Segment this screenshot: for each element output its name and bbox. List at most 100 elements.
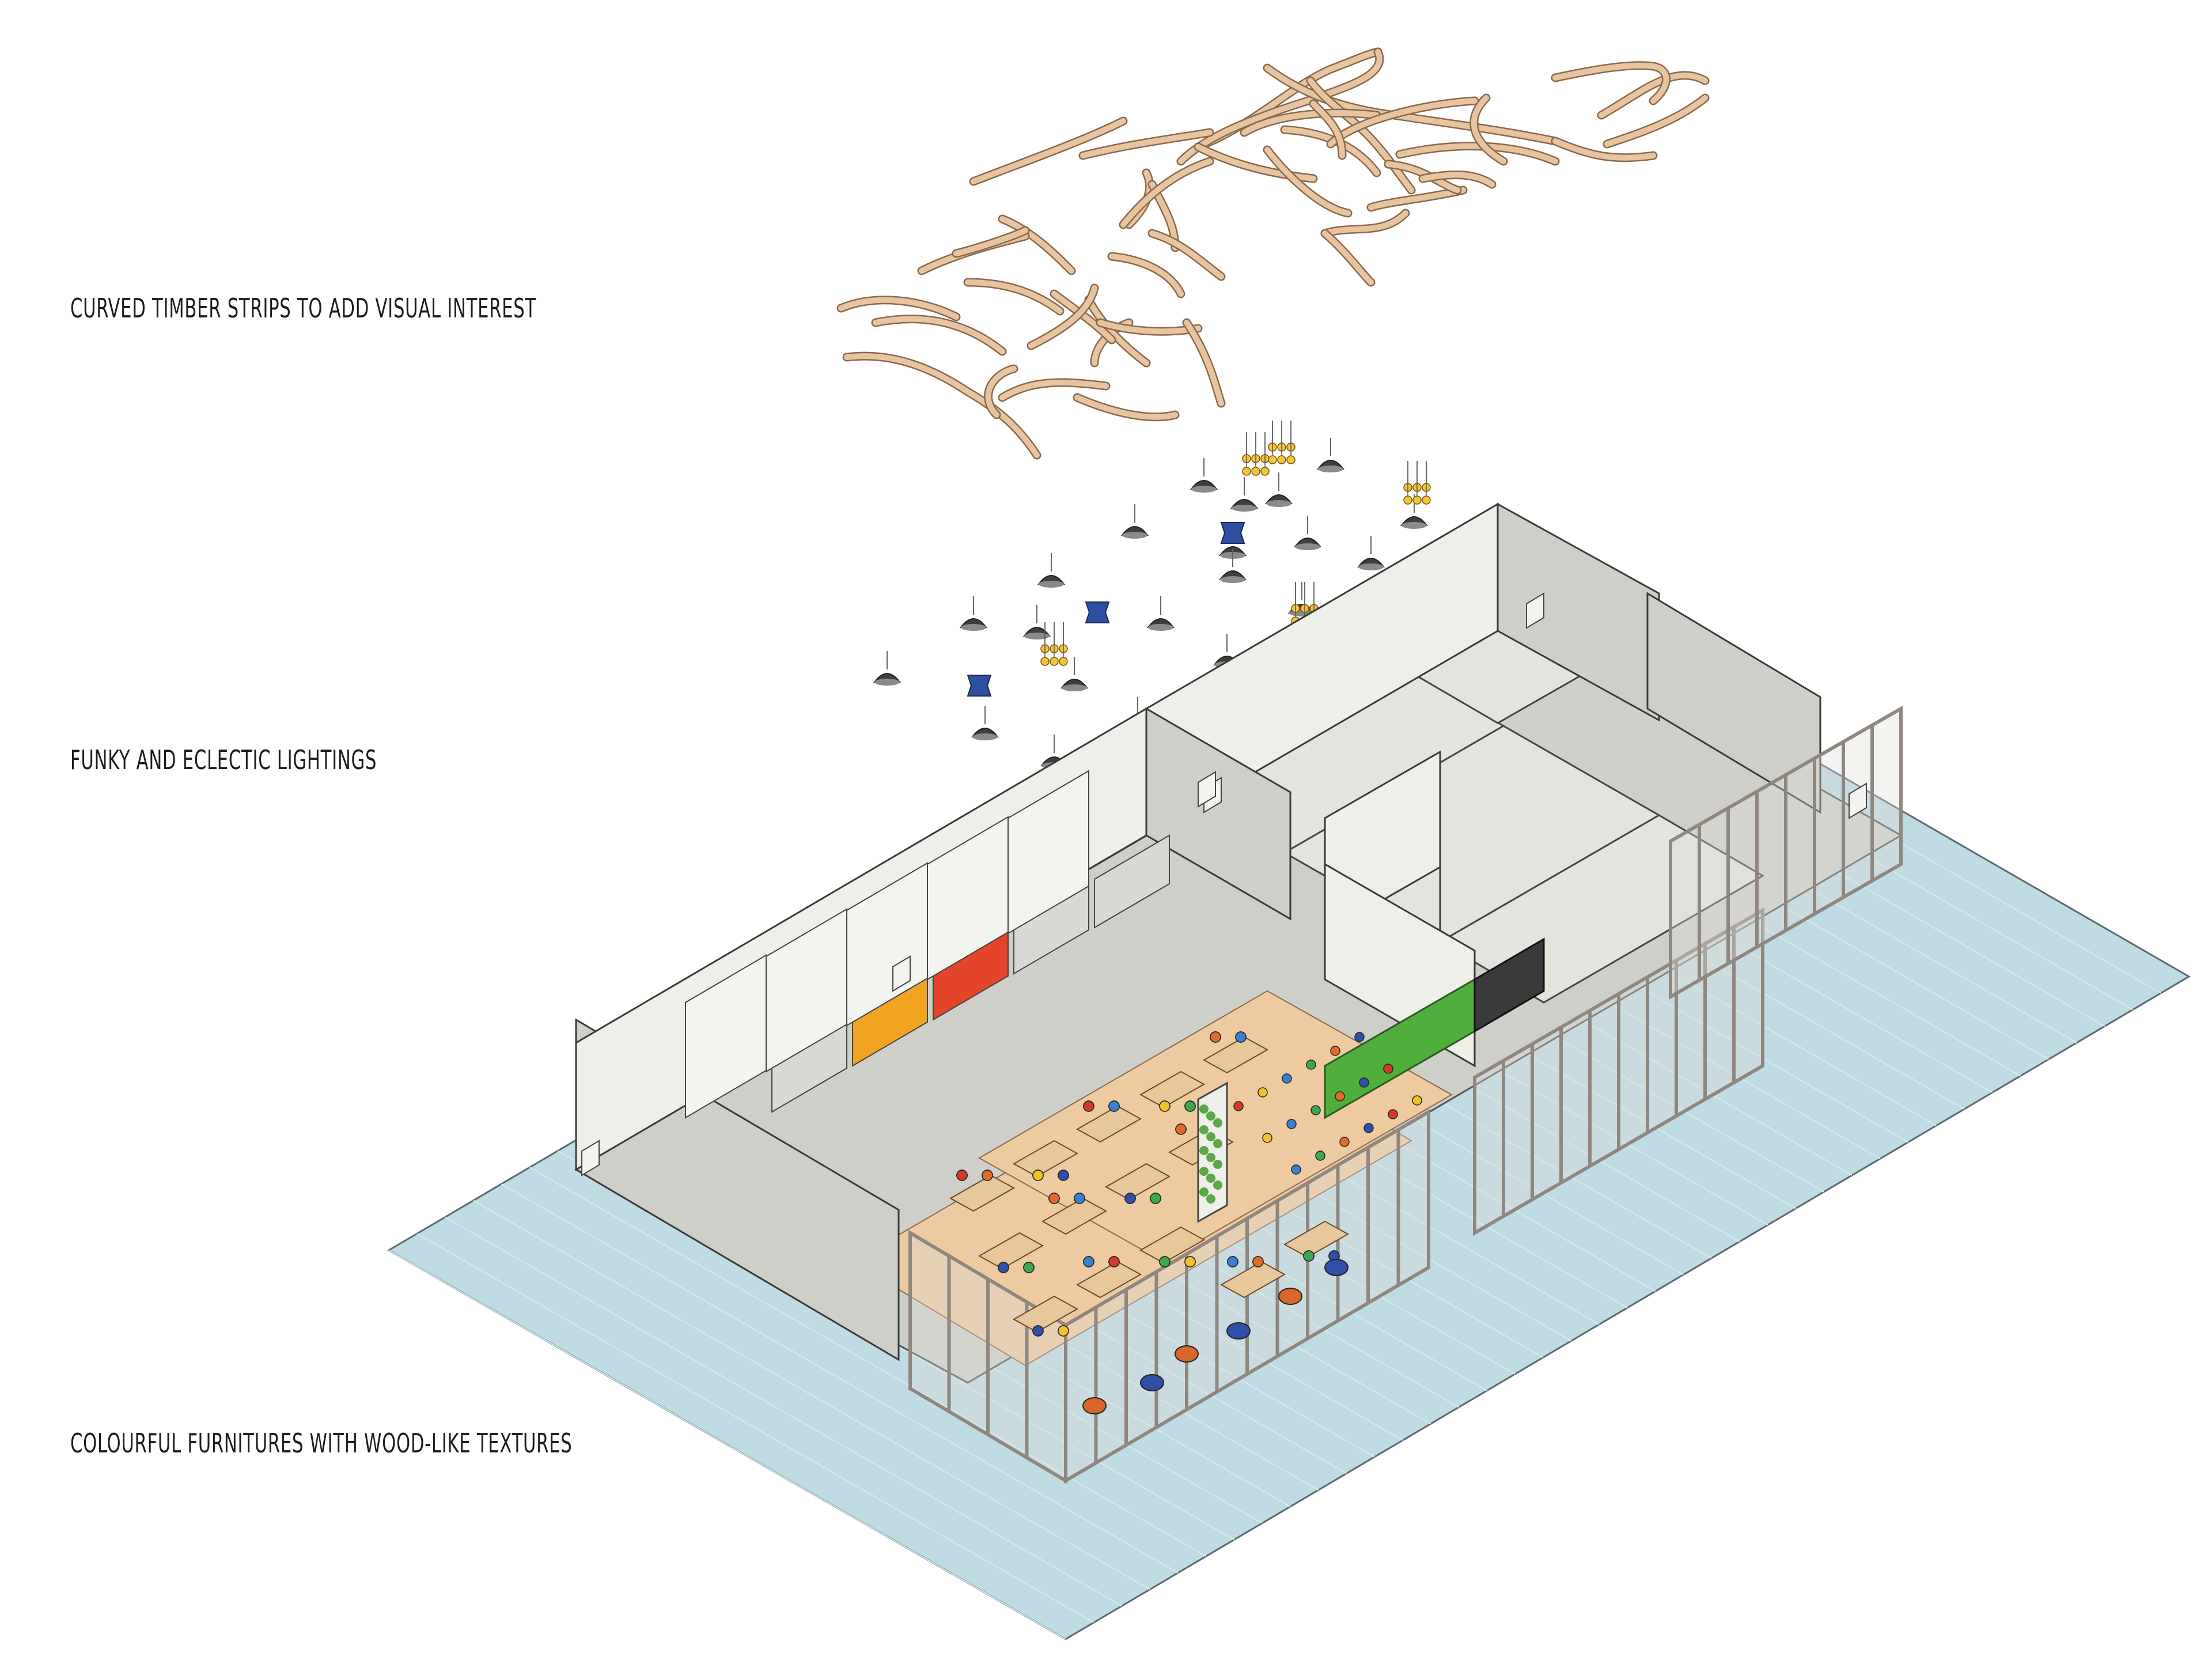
lamp-rim	[1062, 684, 1087, 691]
chair	[1083, 1100, 1094, 1112]
wall-face	[1145, 707, 1291, 921]
paving-joint	[388, 1250, 1066, 1640]
bar-stool	[1310, 1105, 1321, 1115]
chair	[1252, 1256, 1264, 1267]
timber-strip-face	[1310, 101, 1345, 158]
timber-strip-face	[1028, 285, 1097, 349]
filament-bulb	[1422, 495, 1431, 505]
chair	[1108, 1256, 1120, 1267]
armchair	[1082, 1397, 1107, 1414]
bar-stool	[1412, 1095, 1422, 1106]
chair	[1124, 1193, 1136, 1204]
dining-table	[1202, 1036, 1269, 1074]
dining-table	[949, 1174, 1016, 1212]
lamp-rim	[1039, 581, 1064, 588]
timber-strip-face	[1149, 230, 1224, 279]
timber-strip-face	[1178, 49, 1382, 164]
dining-table	[1075, 1261, 1142, 1299]
timber-strip-face	[1599, 72, 1708, 118]
timber-strip-face	[873, 316, 1005, 354]
lamp-rim	[1402, 522, 1427, 529]
chair	[1048, 1193, 1060, 1204]
filament-bulb	[1260, 467, 1270, 476]
chair	[956, 1170, 968, 1181]
dining-table	[1104, 1163, 1171, 1201]
timber-strip-face	[1097, 320, 1201, 335]
service-riser	[581, 1140, 600, 1176]
stall-partition	[766, 908, 847, 1073]
lamp-rim	[1122, 532, 1147, 539]
lamp-rim	[1232, 505, 1257, 512]
armchair	[1324, 1259, 1349, 1276]
wall-face	[1497, 502, 1660, 722]
bar-stool	[1315, 1151, 1325, 1161]
wall-face	[1646, 592, 1821, 814]
chair	[1227, 1256, 1238, 1267]
green-wall-planting	[1206, 1153, 1215, 1162]
green-wall-planting	[1206, 1111, 1215, 1121]
bar-stool	[1330, 1046, 1340, 1056]
dining-table	[1075, 1105, 1142, 1143]
floor-plan-layer	[387, 502, 2191, 1640]
chair	[1058, 1170, 1069, 1181]
paving-joint	[529, 1167, 1207, 1557]
bar-stool	[1354, 1032, 1365, 1042]
timber-strip-face	[999, 216, 1074, 274]
lamp-rim	[1266, 500, 1291, 507]
armchair	[1226, 1322, 1251, 1340]
dark-stall-counter	[1474, 937, 1545, 1033]
service-riser	[1526, 592, 1544, 629]
service-riser	[1198, 771, 1216, 808]
bar-stool	[1282, 1073, 1292, 1084]
bar-stool	[1291, 1164, 1301, 1175]
armchair	[1175, 1345, 1199, 1363]
stall-partition	[846, 862, 928, 1027]
timber-strip-face	[965, 279, 1063, 314]
dining-table	[1219, 1261, 1286, 1299]
chair	[1032, 1170, 1044, 1181]
timber-strip-face	[1074, 395, 1178, 420]
filament-bulb	[1251, 467, 1260, 476]
timber-strip-face	[1308, 78, 1414, 193]
dining-table	[1012, 1295, 1079, 1333]
stall-counter	[1094, 834, 1170, 929]
filament-bulb	[1059, 657, 1068, 666]
chair	[1150, 1193, 1161, 1204]
green-wall-planting	[1213, 1118, 1222, 1127]
bar-stool	[1339, 1137, 1350, 1147]
chair	[1210, 1031, 1221, 1043]
bar-stool	[1233, 1101, 1244, 1111]
lamp-rim	[1295, 543, 1320, 550]
filament-bulb	[1412, 495, 1422, 505]
blue-pendant-lamp	[1085, 601, 1110, 623]
lighting-annotation: FUNKY AND ECLECTIC LIGHTINGS	[70, 744, 377, 775]
timber-strip-face	[1552, 62, 1669, 104]
timber-strip-face	[971, 118, 1126, 184]
timber-strip-face	[1241, 110, 1380, 135]
filament-bulb	[1268, 455, 1277, 464]
bar-stool	[1306, 1060, 1316, 1070]
chair	[1159, 1256, 1171, 1267]
green-wall-planting	[1213, 1180, 1222, 1190]
timber-strip-face	[1322, 210, 1408, 236]
timber-strip-face	[1552, 138, 1656, 161]
dining-table	[1139, 1070, 1206, 1108]
paving-joint	[473, 1200, 1150, 1590]
timber-strip-face	[1604, 95, 1708, 147]
timber-strip-face	[1120, 158, 1213, 228]
timber-strip-face	[1086, 297, 1149, 366]
green-wall-planting	[1206, 1174, 1215, 1183]
bar-stool	[1388, 1109, 1398, 1119]
bar-stool	[1257, 1087, 1268, 1098]
blue-pendant-lamp	[1220, 522, 1245, 544]
bar-stool	[1262, 1133, 1272, 1143]
armchair	[1278, 1288, 1302, 1305]
filament-bulb	[1286, 455, 1296, 464]
green-wall-planting	[1199, 1167, 1209, 1176]
lamp-rim	[972, 733, 998, 740]
dining-table	[978, 1232, 1044, 1270]
filament-bulb	[1242, 467, 1251, 476]
service-riser	[1849, 782, 1867, 819]
timber-strip-face	[1420, 172, 1495, 187]
chair	[998, 1262, 1009, 1273]
